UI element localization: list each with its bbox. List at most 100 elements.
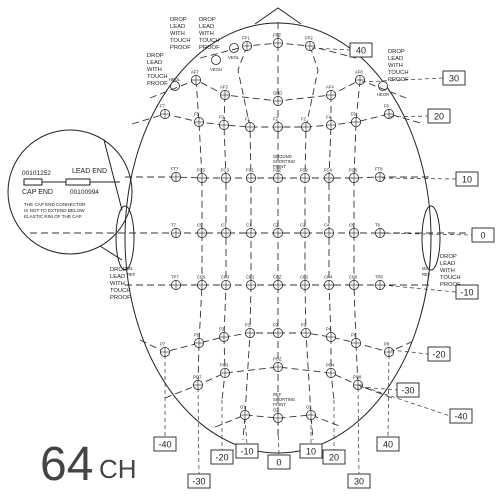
electrode-po7: PO7 bbox=[192, 375, 203, 390]
electrode-p5: P5 bbox=[193, 333, 204, 348]
svg-text:VEOL: VEOL bbox=[228, 55, 240, 60]
electrode-af4: AF4 bbox=[325, 85, 336, 101]
electrode-f1: F1 bbox=[244, 117, 255, 133]
electrode-label-po4: PO4 bbox=[326, 363, 335, 368]
electrode-label-f8: F8 bbox=[384, 104, 390, 109]
drop-lead-note-3: DROP LEAD WITH TOUCH PROOF bbox=[147, 53, 168, 87]
electrode-cp5: CP5 bbox=[196, 275, 207, 290]
electrode-label-f4: F4 bbox=[326, 115, 332, 120]
electrode-c2: C2 bbox=[299, 223, 310, 238]
electrode-af8: AF8 bbox=[354, 70, 365, 86]
tick-right--40: -40 bbox=[449, 408, 473, 424]
svg-text:WITH: WITH bbox=[440, 268, 455, 274]
svg-text:WITH: WITH bbox=[147, 67, 162, 73]
electrode-label-gnd: GND bbox=[273, 91, 282, 96]
tick-leader-right bbox=[357, 384, 451, 417]
electrode-pz: PZ bbox=[272, 323, 283, 338]
tick-right-30: 30 bbox=[442, 70, 466, 86]
electrode-label-p3: P3 bbox=[219, 327, 225, 332]
electrode-label-fpz: FPZ bbox=[273, 33, 281, 38]
electrode-po3: PO3 bbox=[219, 363, 230, 378]
electrode-t8: T8 bbox=[374, 223, 385, 238]
svg-text:10: 10 bbox=[306, 446, 316, 456]
electrode-fp1: FP1 bbox=[241, 36, 252, 52]
electrode-label-cp3: CP3 bbox=[221, 275, 230, 280]
right-ear bbox=[421, 205, 441, 271]
electrode-label-ft7: FT7 bbox=[171, 167, 179, 172]
electrode-label-cz: CZ bbox=[273, 223, 279, 228]
electrode-p8: P8 bbox=[383, 342, 394, 357]
electrode-label-c1: C1 bbox=[246, 223, 252, 228]
tick-right--20: -20 bbox=[427, 346, 451, 362]
electrode-label-c5: C5 bbox=[197, 223, 203, 228]
electrode-label-tp7: TP7 bbox=[171, 275, 179, 280]
electrode-fc5: FC5 bbox=[196, 168, 207, 183]
tick-bottom-10: 10 bbox=[299, 443, 323, 459]
electrode-c3: C3 bbox=[220, 223, 231, 238]
electrode-label-cp4: CP4 bbox=[324, 275, 333, 280]
electrode-label-po7: PO7 bbox=[193, 375, 202, 380]
electrode-label-cp1: CP1 bbox=[246, 275, 255, 280]
electrode-cp6: CP6 bbox=[348, 275, 359, 290]
electrode-label-cp5: CP5 bbox=[197, 275, 206, 280]
electrode-label-af7: AF7 bbox=[191, 70, 199, 75]
svg-text:VEOU: VEOU bbox=[210, 67, 222, 72]
tick-leader-right bbox=[379, 232, 473, 236]
tick-bottom-40: 40 bbox=[376, 436, 400, 452]
drop-lead-note-6: DROP LEAD WITH TOUCH PROOF bbox=[110, 267, 131, 301]
tick-leader-bottom bbox=[244, 417, 248, 445]
svg-text:POINT: POINT bbox=[273, 402, 286, 407]
electrode-label-po8: PO8 bbox=[353, 375, 362, 380]
svg-text:-10: -10 bbox=[240, 446, 253, 456]
svg-text:PROOF: PROOF bbox=[440, 282, 461, 288]
svg-text:LEAD: LEAD bbox=[199, 24, 214, 30]
electrode-c4: C4 bbox=[323, 223, 334, 238]
electrode-p3: P3 bbox=[218, 327, 229, 342]
svg-text:30: 30 bbox=[354, 476, 364, 486]
tick-leader-bottom bbox=[357, 387, 360, 475]
electrode-c1: C1 bbox=[245, 223, 256, 238]
electrode-label-p7: P7 bbox=[160, 342, 166, 347]
inset-circle bbox=[7, 129, 133, 255]
electrode-f8: F8 bbox=[383, 104, 394, 120]
svg-text:DROP: DROP bbox=[440, 254, 457, 260]
electrode-fc3: FC3 bbox=[220, 168, 231, 183]
electrode-p2: P2 bbox=[300, 323, 311, 338]
svg-text:TOUCH: TOUCH bbox=[110, 288, 131, 294]
electrode-c5: C5 bbox=[196, 223, 207, 238]
electrode-label-cp2: CP2 bbox=[300, 275, 309, 280]
electrode-fcz: FCZ bbox=[272, 168, 283, 183]
electrode-label-t8: T8 bbox=[375, 223, 381, 228]
svg-text:M2: M2 bbox=[422, 266, 428, 271]
svg-text:DROP: DROP bbox=[199, 17, 216, 23]
tick-bottom--40: -40 bbox=[153, 436, 177, 452]
electrode-label-oz: OZ bbox=[273, 408, 279, 413]
electrode-label-p5: P5 bbox=[194, 333, 200, 338]
electrode-label-fp1: FP1 bbox=[242, 36, 250, 41]
electrode-label-cpz: CPZ bbox=[273, 275, 282, 280]
electrode-fc2: FC2 bbox=[299, 168, 310, 183]
electrode-cpz: CPZ bbox=[272, 275, 283, 290]
electrode-label-f5: F5 bbox=[194, 112, 200, 117]
coordinate-ticks: 403020100-10-20-30-40-40-30-20-100102030… bbox=[153, 42, 495, 489]
electrode-label-o2: O2 bbox=[306, 405, 312, 410]
svg-text:-10: -10 bbox=[460, 287, 473, 297]
eog-veol: VEOL bbox=[228, 43, 240, 60]
eog-heol: HEOL bbox=[169, 77, 181, 91]
electrode-label-poz: POZ bbox=[273, 357, 282, 362]
electrode-label-c2: C2 bbox=[300, 223, 306, 228]
inset-cap-end-part: 00101252 bbox=[22, 170, 51, 177]
grid-line-row-p bbox=[139, 332, 417, 353]
svg-text:WITH: WITH bbox=[170, 31, 185, 37]
electrode-cp3: CP3 bbox=[220, 275, 231, 290]
channel-count-unit: CH bbox=[99, 454, 137, 484]
electrode-o2: O2 bbox=[305, 405, 316, 420]
electrode-label-fcz: FCZ bbox=[273, 168, 282, 173]
electrode-label-pz: PZ bbox=[273, 323, 279, 328]
tick-leader-right bbox=[390, 349, 429, 355]
svg-text:PROOF: PROOF bbox=[199, 45, 220, 51]
tick-bottom--20: -20 bbox=[210, 449, 234, 465]
svg-text:TOUCH: TOUCH bbox=[147, 74, 168, 80]
svg-text:20: 20 bbox=[329, 452, 339, 462]
